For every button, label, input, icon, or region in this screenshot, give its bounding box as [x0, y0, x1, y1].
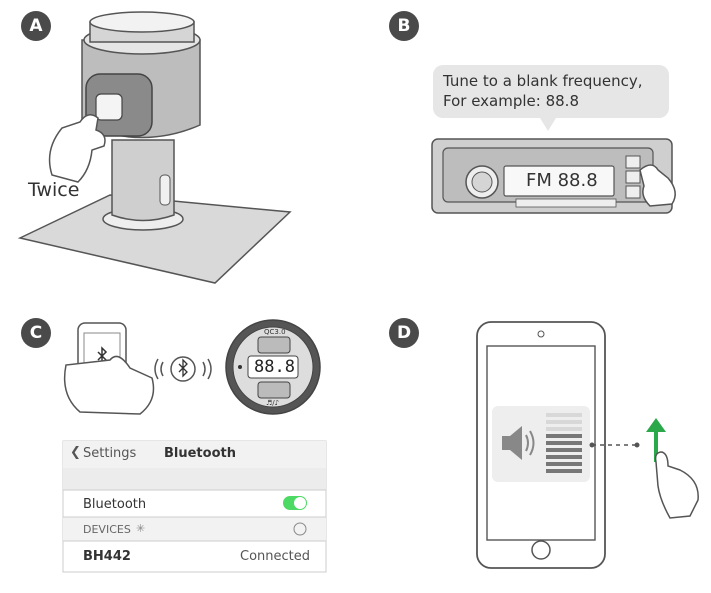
device-name[interactable]: BH442: [83, 549, 131, 564]
badge-a: A: [21, 11, 51, 41]
bluetooth-setting-label: Bluetooth: [83, 497, 147, 512]
scanning-spinner-icon: ✳: [136, 522, 146, 535]
bluetooth-toggle[interactable]: [283, 496, 307, 510]
charger-display-text: 88.8: [254, 357, 295, 377]
device-status: Connected: [240, 549, 311, 564]
radio-display-text: FM 88.8: [526, 170, 598, 191]
bubble-text-line1: Tune to a blank frequency,: [443, 72, 643, 90]
badge-c: C: [21, 318, 51, 348]
settings-back-label[interactable]: Settings: [83, 446, 137, 461]
charger-label-top: QC3.0: [264, 328, 286, 336]
badge-b: B: [389, 11, 419, 41]
charger-label-bottom: ♬/♪: [266, 399, 280, 407]
bubble-text-line2: For example: 88.8: [443, 92, 579, 110]
settings-back-chevron-icon[interactable]: ❮: [70, 445, 81, 460]
badge-d: D: [389, 318, 419, 348]
devices-section-label: DEVICES: [83, 523, 131, 536]
toggle-knob: [294, 497, 306, 509]
caption-twice: Twice: [28, 179, 80, 201]
settings-page-title: Bluetooth: [164, 446, 236, 461]
